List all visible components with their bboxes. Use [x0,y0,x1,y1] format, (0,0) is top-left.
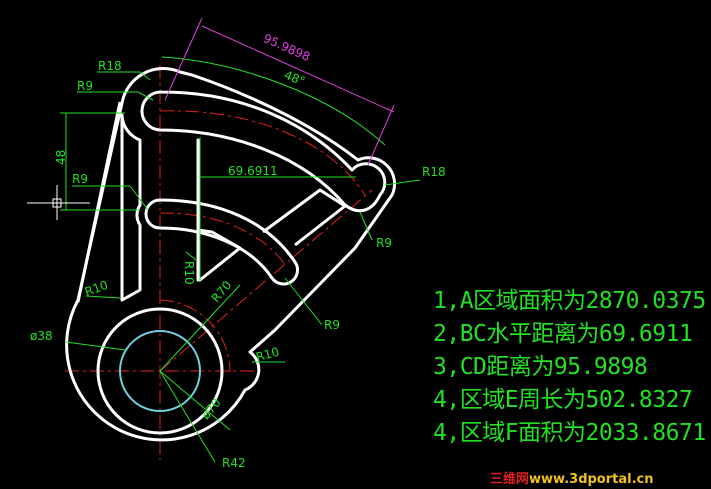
outer-left-edge [76,101,122,303]
dim-r9-top-label: R9 [77,79,93,93]
dim-69-label: 69.6911 [228,164,278,178]
dim-r9-right-label: R9 [376,236,392,250]
leader-r10-center [185,251,197,261]
crosshair-box [52,198,62,208]
note-5: 4,区域F面积为2033.8671 [433,420,706,446]
lower-slot [144,198,300,286]
diagonal-centerline [159,189,373,372]
upper-arc-centerline [159,110,366,196]
dim-r18-right-label: R18 [422,165,446,179]
bore-circles [96,307,224,435]
dim-95-ext-left [164,17,203,101]
diagonal-web [262,188,347,247]
part-outline [65,67,397,442]
dimension-lines [27,56,421,463]
leader-r18-top-b [139,71,151,81]
dim-r9-mid-label: R9 [72,172,88,186]
dimension-line-pink [164,17,395,166]
inner-left-window [120,113,142,302]
watermark-brand: 三维网 [490,472,530,487]
leader-r18-right [384,179,421,186]
outer-profile [65,67,397,442]
leader-r9-lower [284,277,323,326]
dim-r18-top-label: R18 [98,59,122,73]
leader-dia70 [159,370,231,431]
dim-r10-left-label: R10 [83,278,110,299]
dim-48-label: 48 [54,150,68,165]
note-2: 2,BC水平距离为69.6911 [433,321,693,347]
leader-r9-top-b [137,91,154,101]
upper-slot [140,90,387,213]
r70-arc-centerline [159,299,231,373]
note-1: 1,A区域面积为2870.0375 [433,288,706,314]
watermark: 三维网www.3dportal.cn [490,468,654,487]
dim-95-label: 95.9898 [261,31,312,64]
dim-r10-center-label: R10 [182,261,196,285]
note-4: 4,区域E周长为502.8327 [433,387,693,413]
leader-r9-right [359,211,373,241]
dim-95-ext-right [367,104,395,166]
dim-r42-label: R42 [222,456,246,470]
inner-center-window [196,138,242,282]
leader-dia38 [65,341,126,351]
bore-inner-circle [119,330,201,412]
mid-arc-centerline [159,212,286,266]
leader-r42 [159,370,216,463]
bore-outer-circle [96,307,224,435]
dim-r70-label: R70 [209,278,235,305]
annotation-notes: 1,A区域面积为2870.0375 2,BC水平距离为69.6911 3,CD距… [433,285,706,450]
leader-r70 [159,284,241,372]
leader-r10-left [85,295,121,299]
note-3: 3,CD距离为95.9898 [433,354,648,380]
dim-r9-lower-label: R9 [324,318,340,332]
dim-r10-right-label: R10 [254,345,280,365]
watermark-url: www.3dportal.cn [529,472,654,487]
leader-r9-mid-b [129,185,149,211]
dim-48deg-arc [161,56,386,146]
dim-95-line [201,25,395,113]
dim-dia38-label: ø38 [30,329,53,343]
